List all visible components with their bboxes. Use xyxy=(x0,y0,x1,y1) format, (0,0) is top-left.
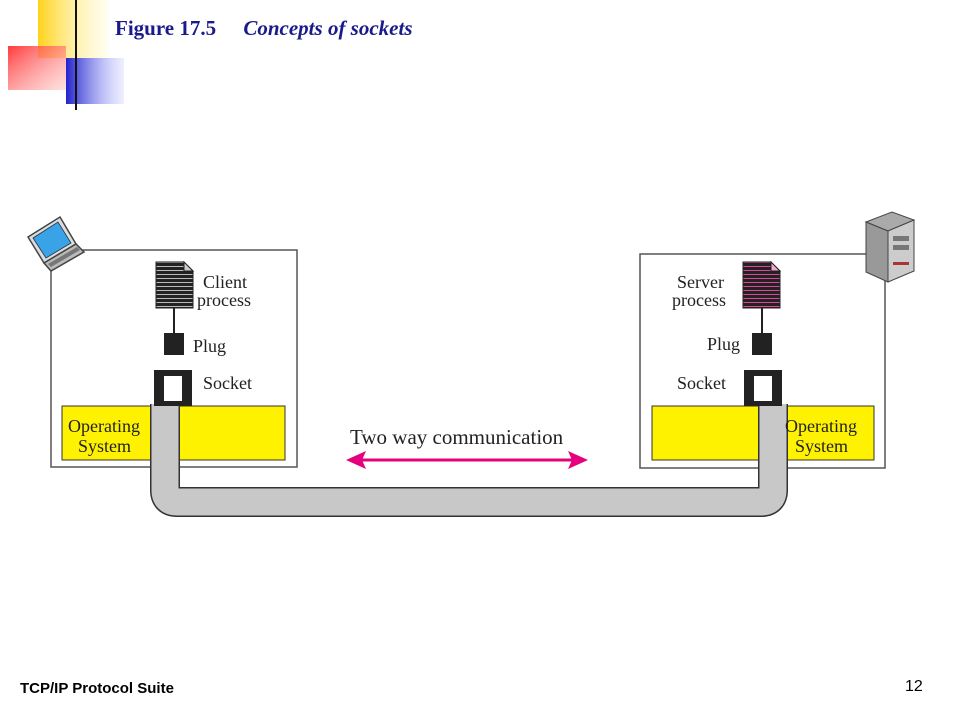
document-icon xyxy=(742,260,782,309)
client-plug xyxy=(164,333,184,355)
server-process-label-line1: Server xyxy=(677,272,724,292)
server-plug xyxy=(752,333,772,355)
server-tower-icon xyxy=(864,211,916,283)
client-process-label-line1: Client xyxy=(203,272,247,292)
document-icon xyxy=(155,260,195,309)
client-socket-label: Socket xyxy=(203,373,252,393)
corner-red-square xyxy=(8,46,66,90)
client-plug-label: Plug xyxy=(193,336,226,356)
figure-title: Figure 17.5 Concepts of sockets xyxy=(115,16,413,48)
footer-text: TCP/IP Protocol Suite xyxy=(20,680,174,697)
figure-number: Figure 17.5 xyxy=(115,16,217,40)
server-process-label-line2: process xyxy=(672,290,726,310)
server-plug-label: Plug xyxy=(707,334,740,354)
server-socket-label: Socket xyxy=(677,373,726,393)
socket-pipe-fill xyxy=(151,404,787,516)
page-number: 12 xyxy=(905,678,923,695)
figure-caption: Concepts of sockets xyxy=(243,16,413,40)
server-os-label-line2: System xyxy=(795,436,848,456)
laptop-icon xyxy=(26,215,86,272)
two-way-arrow xyxy=(346,451,588,469)
communication-label: Two way communication xyxy=(350,425,564,449)
server-socket-opening xyxy=(754,376,772,401)
corner-decoration xyxy=(8,0,880,110)
client-os-label-line1: Operating xyxy=(68,416,140,436)
server-os-label-line1: Operating xyxy=(785,416,857,436)
client-os-label-line2: System xyxy=(78,436,131,456)
client-socket-opening xyxy=(164,376,182,401)
client-process-label-line2: process xyxy=(197,290,251,310)
